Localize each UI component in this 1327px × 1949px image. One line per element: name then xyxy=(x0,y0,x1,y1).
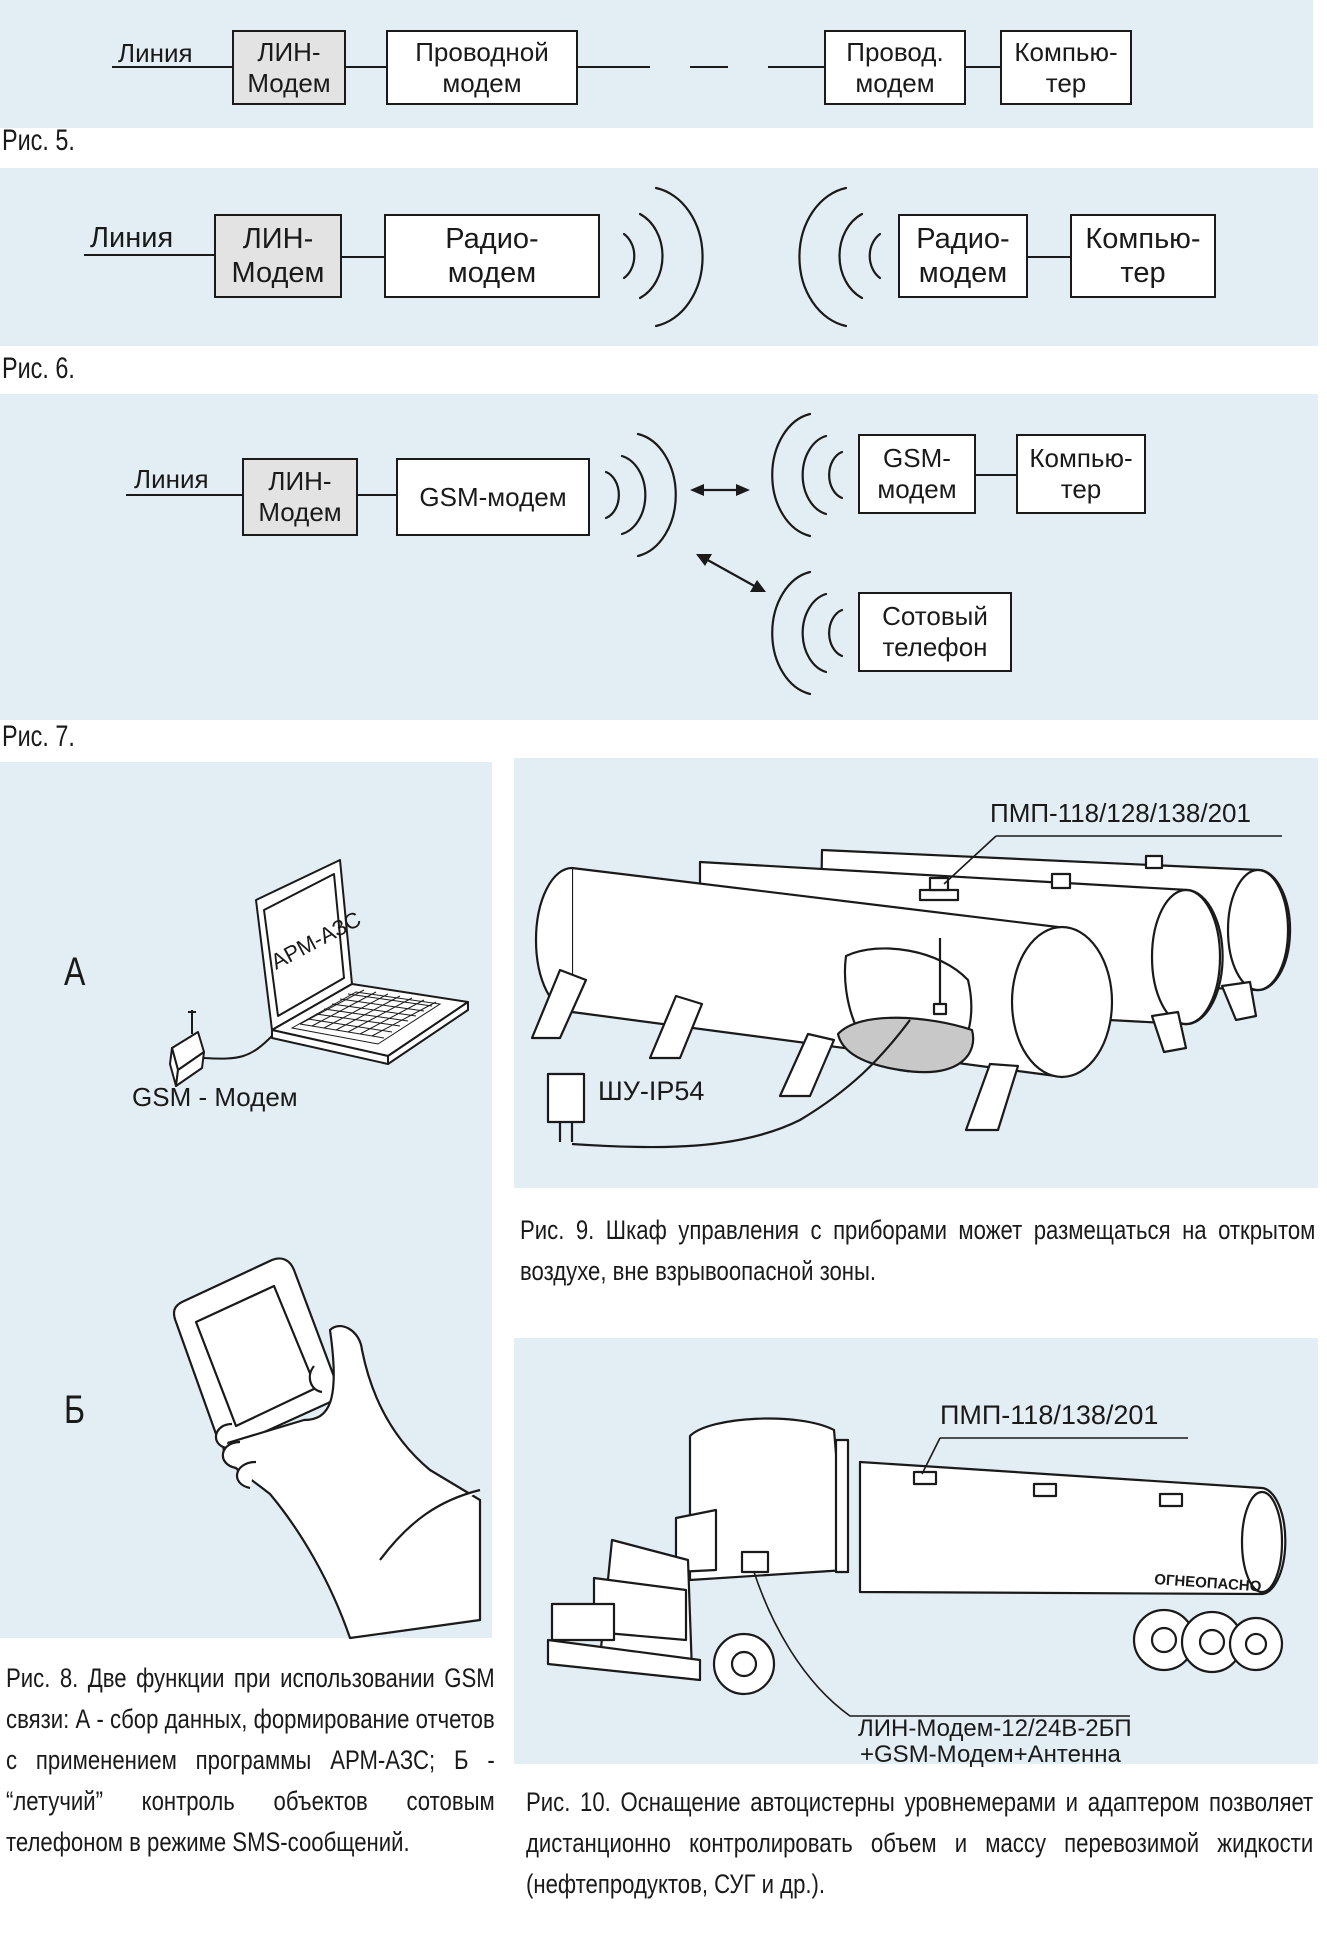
fig7-lin-modem-box: ЛИН- Модем xyxy=(242,458,358,536)
fig7-line-wire xyxy=(126,494,242,496)
fig6-radio-modem-right-box: Радио- модем xyxy=(898,214,1028,298)
fig8-caption-text: Рис. 8. Две функции при использовании GS… xyxy=(6,1663,495,1857)
fig6-waves-right-icon xyxy=(798,186,882,328)
fig5-remote-modem-box: Провод. модем xyxy=(824,30,966,105)
fig8-letter-a: А xyxy=(64,950,86,994)
fig7-phone-box: Сотовый телефон xyxy=(858,592,1012,672)
fig7-line-label: Линия xyxy=(134,464,209,494)
fig7-waves-phone-icon xyxy=(771,570,844,696)
fig5-wire-gap xyxy=(690,66,728,68)
fig5-line-wire xyxy=(112,66,232,68)
laptop-keyboard-icon xyxy=(290,989,442,1045)
fig6-waves-left-icon xyxy=(622,186,704,328)
gsm-modem-device-icon xyxy=(169,1010,273,1087)
fig5-computer-box: Компью- тер xyxy=(1000,30,1132,105)
fig10-modem-label-2: +GSM-Модем+Антенна xyxy=(860,1741,1121,1768)
fig7-gsm-modem-right-box: GSM- модем xyxy=(858,434,976,514)
fig10-caption: Рис. 10. Оснащение автоцистерны уровнеме… xyxy=(526,1782,1313,1905)
fig5-lin-modem-box: ЛИН- Модем xyxy=(232,30,346,105)
fig6-wire-2 xyxy=(1028,256,1070,258)
fig10-caption-text: Рис. 10. Оснащение автоцистерны уровнеме… xyxy=(526,1787,1314,1899)
fig6-radio-modem-left-box: Радио- модем xyxy=(384,214,600,298)
fig6-lin-modem-box: ЛИН- Модем xyxy=(214,214,342,298)
fig7-arrowheads-icon xyxy=(690,484,766,592)
fig7-computer-box: Компью- тер xyxy=(1016,434,1146,514)
fig5-wire-4 xyxy=(966,66,1000,68)
fig7-arrow-diagonal-icon xyxy=(702,556,760,590)
fig9-caption-text: Рис. 9. Шкаф управления с приборами може… xyxy=(520,1215,1316,1286)
fig5-line-label: Линия xyxy=(118,38,193,68)
fuel-truck-icon xyxy=(546,1417,1287,1717)
fig6-label: Рис. 6. xyxy=(2,352,75,385)
fig9-sensor-label: ПМП-118/128/138/201 xyxy=(990,798,1251,828)
fig7-wire-2 xyxy=(976,474,1016,476)
fig9-cabinet-label: ШУ-IP54 xyxy=(598,1076,704,1106)
fig10-sensor-label: ПМП-118/138/201 xyxy=(940,1400,1158,1430)
fig6-line-label: Линия xyxy=(90,222,174,254)
fig5-wire-1 xyxy=(346,66,386,68)
fig5-wire-3 xyxy=(768,66,824,68)
fig7-label: Рис. 7. xyxy=(2,720,75,753)
phone-in-hand-icon xyxy=(172,1257,482,1640)
fig5-wired-modem-box: Проводной модем xyxy=(386,30,578,105)
fig6-computer-box: Компью- тер xyxy=(1070,214,1216,298)
fig7-wire-1 xyxy=(358,494,396,496)
fig8-gsm-label: GSM - Модем xyxy=(132,1082,298,1112)
fig10-modem-label-1: ЛИН-Модем-12/24В-2БП xyxy=(858,1715,1132,1742)
storage-tanks-icon xyxy=(530,835,1292,1149)
fig5-wire-2 xyxy=(578,66,650,68)
fig8-letter-b: Б xyxy=(64,1388,85,1432)
fig7-waves-left-icon xyxy=(604,432,677,558)
fig7-waves-gsm-right-icon xyxy=(771,412,844,538)
fig8-caption: Рис. 8. Две функции при использовании GS… xyxy=(6,1658,495,1863)
fig6-line-wire xyxy=(84,254,214,256)
fig9-caption: Рис. 9. Шкаф управления с приборами може… xyxy=(520,1210,1315,1292)
fig7-gsm-modem-left-box: GSM-модем xyxy=(396,458,590,536)
fig5-label: Рис. 5. xyxy=(2,124,75,157)
fig6-wire-1 xyxy=(342,256,384,258)
